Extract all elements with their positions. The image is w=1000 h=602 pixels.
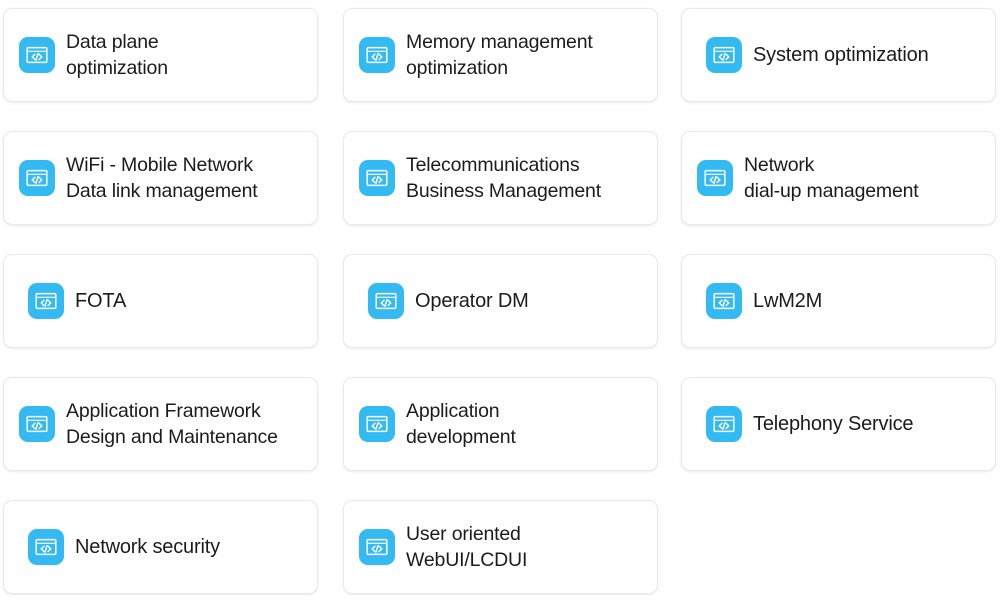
capability-card-label-data-plane-optimization: Data plane optimization (66, 30, 168, 79)
capability-card-label-application-development: Application development (406, 399, 516, 448)
capability-card-label-memory-management-optimization: Memory management optimization (406, 30, 593, 79)
capability-card-system-optimization[interactable]: System optimization (681, 8, 996, 102)
capability-card-label-fota: FOTA (75, 289, 127, 312)
capability-card-label-system-optimization: System optimization (753, 43, 929, 66)
capability-card-label-lwm2m: LwM2M (753, 289, 823, 312)
capability-card-label-network-dial-up-management: Network dial-up management (744, 153, 919, 202)
capability-card-label-application-framework-design-and-maintenance: Application Framework Design and Mainten… (66, 399, 278, 448)
code-window-icon (28, 283, 64, 319)
capability-card-application-development[interactable]: Application development (343, 377, 658, 471)
code-window-icon (19, 37, 55, 73)
code-window-icon (359, 406, 395, 442)
code-window-icon (368, 283, 404, 319)
capability-card-wifi-mobile-network-data-link-management[interactable]: WiFi - Mobile Network Data link manageme… (3, 131, 318, 225)
capability-card-memory-management-optimization[interactable]: Memory management optimization (343, 8, 658, 102)
code-window-icon (359, 529, 395, 565)
capability-card-fota[interactable]: FOTA (3, 254, 318, 348)
capability-card-application-framework-design-and-maintenance[interactable]: Application Framework Design and Mainten… (3, 377, 318, 471)
capability-card-telecommunications-business-management[interactable]: Telecommunications Business Management (343, 131, 658, 225)
capability-card-label-telephony-service: Telephony Service (753, 412, 914, 435)
code-window-icon (697, 160, 733, 196)
capability-card-label-network-security: Network security (75, 535, 220, 558)
capability-card-network-security[interactable]: Network security (3, 500, 318, 594)
code-window-icon (359, 160, 395, 196)
capability-card-network-dial-up-management[interactable]: Network dial-up management (681, 131, 996, 225)
code-window-icon (359, 37, 395, 73)
code-window-icon (28, 529, 64, 565)
capability-card-label-operator-dm: Operator DM (415, 289, 529, 312)
code-window-icon (706, 37, 742, 73)
capability-card-operator-dm[interactable]: Operator DM (343, 254, 658, 348)
capability-card-data-plane-optimization[interactable]: Data plane optimization (3, 8, 318, 102)
code-window-icon (19, 160, 55, 196)
capability-card-label-telecommunications-business-management: Telecommunications Business Management (406, 153, 601, 202)
capability-card-telephony-service[interactable]: Telephony Service (681, 377, 996, 471)
code-window-icon (706, 283, 742, 319)
capability-card-label-wifi-mobile-network-data-link-management: WiFi - Mobile Network Data link manageme… (66, 153, 258, 202)
capability-card-label-user-oriented-webui-lcdui: User oriented WebUI/LCDUI (406, 522, 528, 571)
code-window-icon (706, 406, 742, 442)
capability-card-user-oriented-webui-lcdui[interactable]: User oriented WebUI/LCDUI (343, 500, 658, 594)
code-window-icon (19, 406, 55, 442)
capability-card-lwm2m[interactable]: LwM2M (681, 254, 996, 348)
